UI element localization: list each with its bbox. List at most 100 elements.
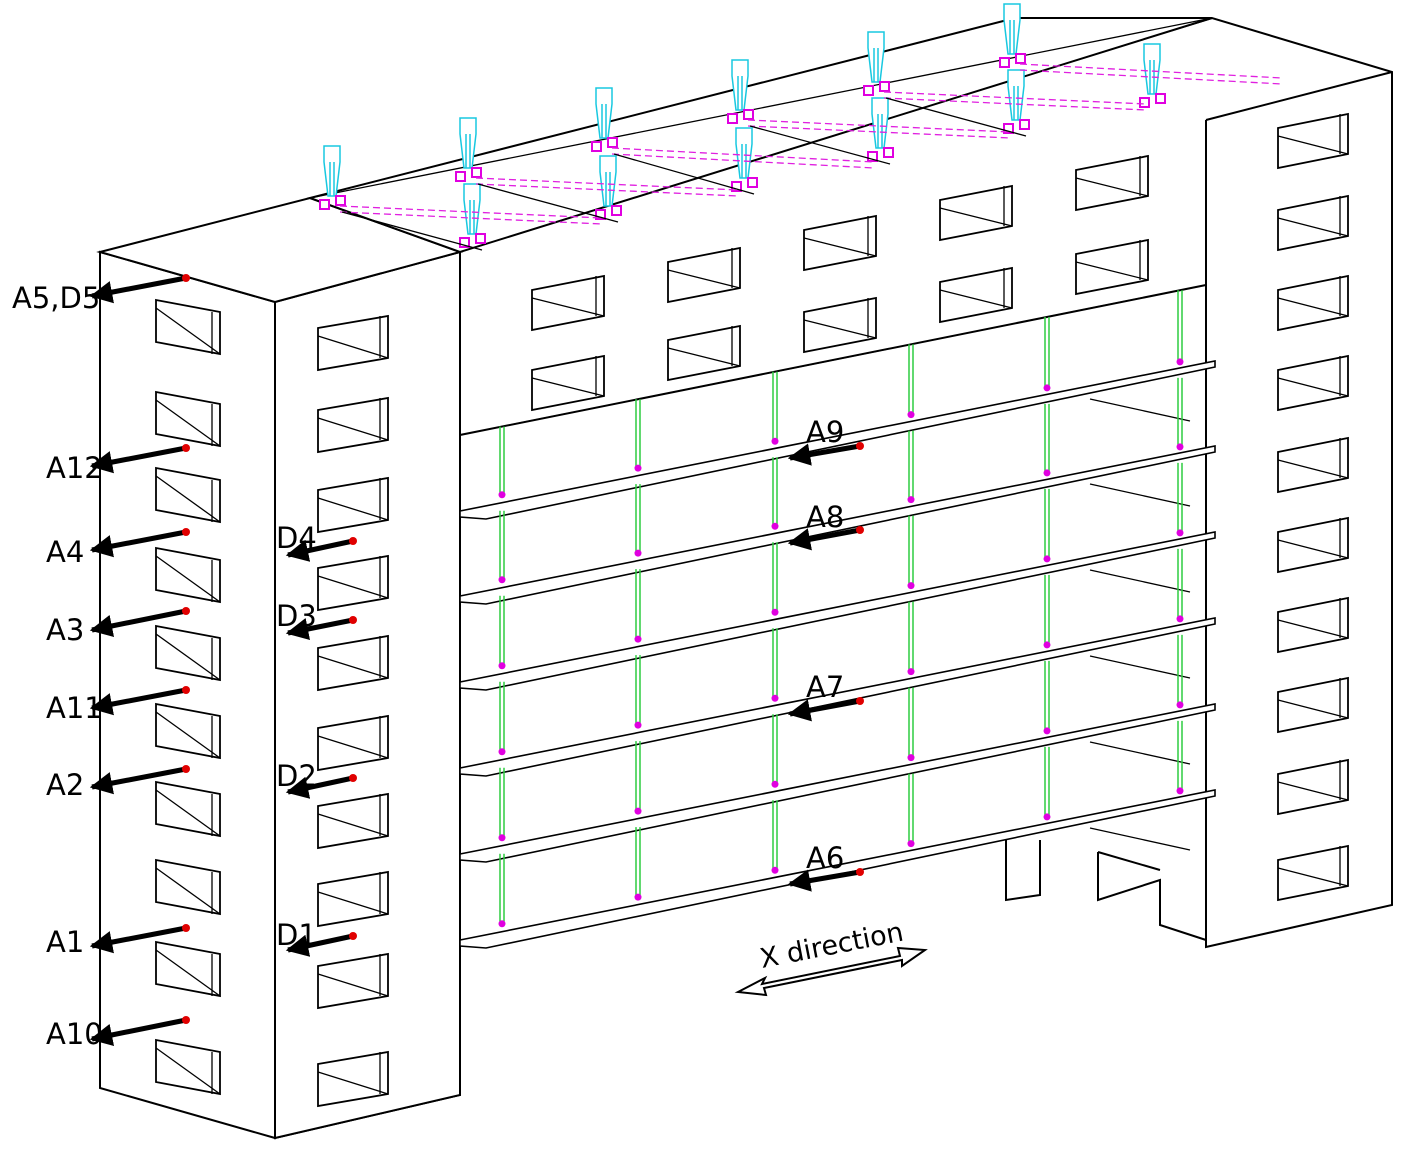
column-anchor (1043, 469, 1051, 477)
floor-slab (459, 531, 1216, 691)
label-a7: A7 (806, 670, 844, 704)
roof-beam (613, 153, 755, 195)
wall-window (667, 324, 741, 382)
floor-slab (459, 703, 1216, 863)
roof-beam (341, 211, 483, 251)
sensor-labels: A5,D5 A12 A4 A3 A11 A2 A1 A10 D4 D3 D2 D… (12, 281, 844, 1051)
roof-shaker (999, 3, 1026, 68)
label-a12: A12 (46, 451, 103, 485)
column-anchor (634, 464, 642, 472)
wing-window (1277, 436, 1349, 494)
label-a11: A11 (46, 691, 103, 725)
label-a4: A4 (46, 535, 84, 569)
tower-front-window (317, 792, 389, 850)
label-a1: A1 (46, 925, 84, 959)
column-anchor (771, 437, 779, 445)
tower-side-window (155, 390, 221, 448)
tower-front-window (317, 476, 389, 534)
column-anchor (1176, 787, 1184, 795)
column-anchor (634, 893, 642, 901)
x-direction-label: X direction (757, 917, 906, 975)
roof-shaker (731, 127, 758, 192)
tower-front-window (317, 554, 389, 612)
sensor-arrows (89, 274, 864, 1047)
wing-window (1277, 274, 1349, 332)
column-anchor (771, 608, 779, 616)
column-anchor (1176, 701, 1184, 709)
sensor-a1-arrow (89, 924, 190, 954)
column-anchor (634, 635, 642, 643)
slab-edge (1089, 655, 1191, 679)
column-anchor (771, 780, 779, 788)
slab-edge (1089, 741, 1191, 765)
floor-slab (459, 445, 1216, 605)
column-anchor (1176, 529, 1184, 537)
tower-front-window (317, 870, 389, 928)
sensor-a12-arrow (89, 444, 190, 474)
sensor-a6-arrow (787, 868, 864, 892)
label-a3: A3 (46, 613, 84, 647)
label-a2: A2 (46, 768, 84, 802)
slab-edge (1089, 569, 1191, 593)
label-d1: D1 (276, 918, 317, 952)
sensor-d1-arrow (285, 932, 357, 957)
sensor-d2-arrow (285, 774, 357, 799)
sensor-a9-arrow (787, 442, 864, 466)
column-anchor (498, 748, 506, 756)
label-a5-d5: A5,D5 (12, 281, 100, 315)
column-anchor (907, 582, 915, 590)
roof-shaker (867, 97, 894, 162)
sensor-a3-arrow (89, 607, 190, 638)
roof-shakers (319, 3, 1283, 251)
column-anchor (907, 754, 915, 762)
left-tower (96, 196, 464, 1140)
wing-window (1277, 758, 1349, 816)
sensor-a11-arrow (89, 686, 190, 716)
slab-edge (1089, 398, 1191, 422)
roof-shaker (727, 59, 754, 124)
column-anchor (498, 491, 506, 499)
tower-front-window (317, 952, 389, 1010)
column-anchor (1043, 641, 1051, 649)
column-anchor (1043, 727, 1051, 735)
column-anchor (907, 668, 915, 676)
column-anchor (498, 920, 506, 928)
column-anchor (907, 496, 915, 504)
open-bay (459, 284, 1216, 949)
wall-window (1075, 238, 1149, 296)
tower-front-window (317, 396, 389, 454)
tower-side-window (155, 624, 221, 682)
sensor-d4-arrow (285, 537, 357, 562)
wall-window (667, 246, 741, 304)
tower-front-window (317, 634, 389, 692)
column-anchor (1176, 443, 1184, 451)
wing-window (1277, 516, 1349, 574)
label-a10: A10 (46, 1017, 103, 1051)
sensor-a4-arrow (89, 528, 190, 558)
x-direction-indicator: X direction (734, 917, 928, 997)
sensor-a8-arrow (787, 526, 864, 551)
wall-window (531, 274, 605, 332)
wing-window (1277, 676, 1349, 734)
column-anchor (907, 411, 915, 419)
tower-side-window (155, 298, 221, 356)
wall-window (939, 184, 1013, 242)
roof (306, 17, 1213, 254)
column-anchor (634, 807, 642, 815)
label-a8: A8 (806, 500, 844, 534)
column-anchor (1043, 813, 1051, 821)
column-anchor (771, 866, 779, 874)
column-anchor (1176, 615, 1184, 623)
tower-front-window (317, 714, 389, 772)
roof-beam (477, 183, 619, 223)
sensor-a7-arrow (787, 697, 864, 722)
wall-window (803, 214, 877, 272)
tower-front-window (317, 314, 389, 372)
roof-shaker (863, 31, 890, 96)
tower-side-window (155, 780, 221, 838)
column-anchor (634, 549, 642, 557)
column-anchor (498, 834, 506, 842)
sensor-a5-d5-arrow (89, 274, 190, 304)
column-anchor (1043, 555, 1051, 563)
